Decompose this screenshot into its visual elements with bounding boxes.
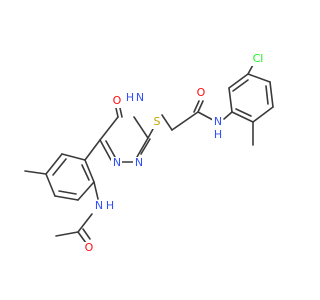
bond <box>45 153 63 175</box>
ring-carbonyl-oxygen-label: O <box>113 94 122 107</box>
label-backdrop <box>250 53 266 66</box>
amide-h-label: H <box>214 128 222 141</box>
amide-oxygen-label: O <box>197 86 206 99</box>
amide-n-label: N <box>214 115 222 128</box>
bond <box>197 100 204 113</box>
triazine-n1-label: N <box>113 156 121 169</box>
bond <box>228 73 249 89</box>
bond <box>133 116 149 139</box>
bond <box>105 140 116 158</box>
bond <box>265 85 269 105</box>
bond <box>82 228 91 240</box>
acetamide-h-label: H <box>106 199 114 212</box>
bond <box>161 114 173 131</box>
label-backdrop <box>93 200 104 213</box>
label-backdrop <box>133 157 144 170</box>
molecule-structure: O H N N N S O N H Cl N H O <box>24 52 274 255</box>
bond <box>232 79 249 92</box>
bond <box>55 231 79 237</box>
bond <box>24 170 47 175</box>
bond <box>99 116 119 141</box>
bond-layer <box>24 62 274 244</box>
bond <box>77 231 87 244</box>
label-backdrop <box>212 129 223 142</box>
bond <box>193 100 200 113</box>
bond <box>61 153 86 161</box>
bond <box>140 138 151 155</box>
bond <box>58 190 77 195</box>
bond <box>269 81 274 108</box>
chlorine-label: Cl <box>253 52 264 65</box>
bond <box>77 213 93 233</box>
bond <box>115 107 119 118</box>
label-backdrop <box>196 87 207 100</box>
bond <box>81 164 90 181</box>
triazine-n2-label: N <box>135 156 143 169</box>
bond <box>99 139 112 161</box>
bond <box>119 107 123 118</box>
label-backdrop <box>134 91 145 104</box>
acetamide-n-label: N <box>95 199 103 212</box>
bond <box>93 181 99 200</box>
bond <box>223 111 233 120</box>
bond <box>54 195 79 201</box>
bond <box>84 159 95 183</box>
bond <box>252 106 274 123</box>
bond <box>235 108 252 117</box>
bond <box>52 158 67 176</box>
triazine-h-label: H <box>126 91 134 104</box>
bond <box>84 139 101 161</box>
acetamide-oxygen-label: O <box>85 241 94 254</box>
bond <box>45 173 56 197</box>
atom-label-layer: O H N N N S O N H Cl N H O <box>83 52 266 255</box>
label-backdrop <box>104 200 115 213</box>
bond <box>136 137 149 158</box>
label-backdrop <box>83 242 94 255</box>
bond <box>77 181 95 201</box>
sulfur-label: S <box>154 115 161 128</box>
label-backdrop <box>212 116 223 129</box>
label-backdrop <box>151 116 162 129</box>
bond <box>231 111 254 123</box>
bond <box>228 87 233 113</box>
label-backdrop <box>125 91 136 104</box>
triazine-n4-label: N <box>136 91 144 104</box>
label-backdrop <box>111 157 122 170</box>
bond <box>147 128 154 139</box>
bond <box>197 111 214 121</box>
bond <box>247 73 271 83</box>
bond <box>171 111 199 131</box>
label-backdrop <box>111 95 123 108</box>
